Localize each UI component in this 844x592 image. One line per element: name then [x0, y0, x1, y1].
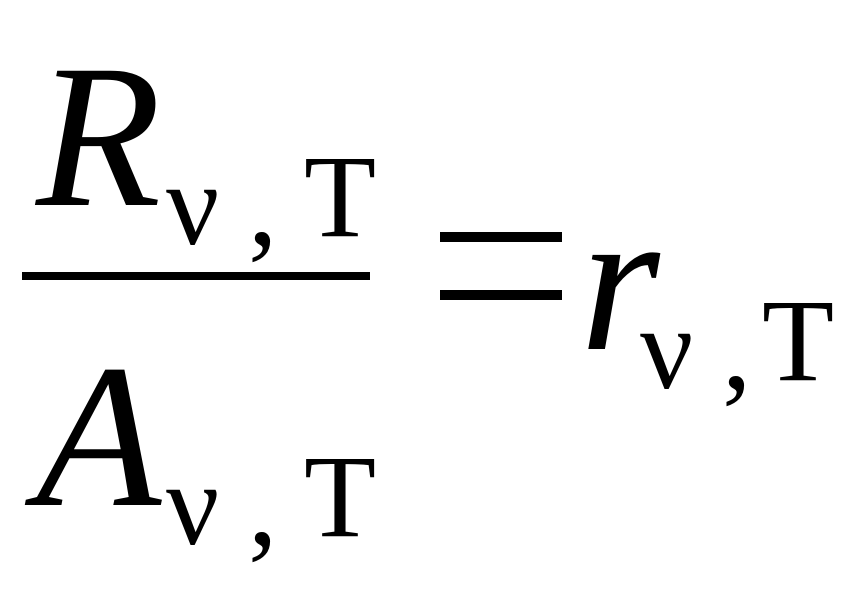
equals-bottom-bar [440, 290, 562, 300]
numerator: R ν , T [36, 23, 376, 264]
numerator-subscript-comma: , [248, 139, 278, 270]
rhs-subscript-t: T [762, 275, 835, 406]
denominator-subscript-nu: ν [166, 439, 220, 570]
denominator-symbol: A [36, 323, 162, 550]
equals-top-bar [440, 232, 562, 242]
rhs-subscript-comma: , [722, 283, 752, 414]
denominator-subscript-comma: , [248, 439, 278, 570]
rhs-subscript-nu: ν [640, 283, 694, 414]
equals-sign: = [440, 232, 562, 302]
numerator-symbol: R [36, 23, 162, 250]
rhs-symbol: r [580, 167, 660, 394]
right-hand-side: r ν , T [580, 178, 840, 408]
fraction-bar [22, 272, 370, 280]
denominator-subscript-t: T [304, 431, 377, 562]
numerator-subscript-nu: ν [166, 139, 220, 270]
denominator: A ν , T [36, 323, 376, 570]
numerator-subscript-t: T [304, 131, 377, 262]
